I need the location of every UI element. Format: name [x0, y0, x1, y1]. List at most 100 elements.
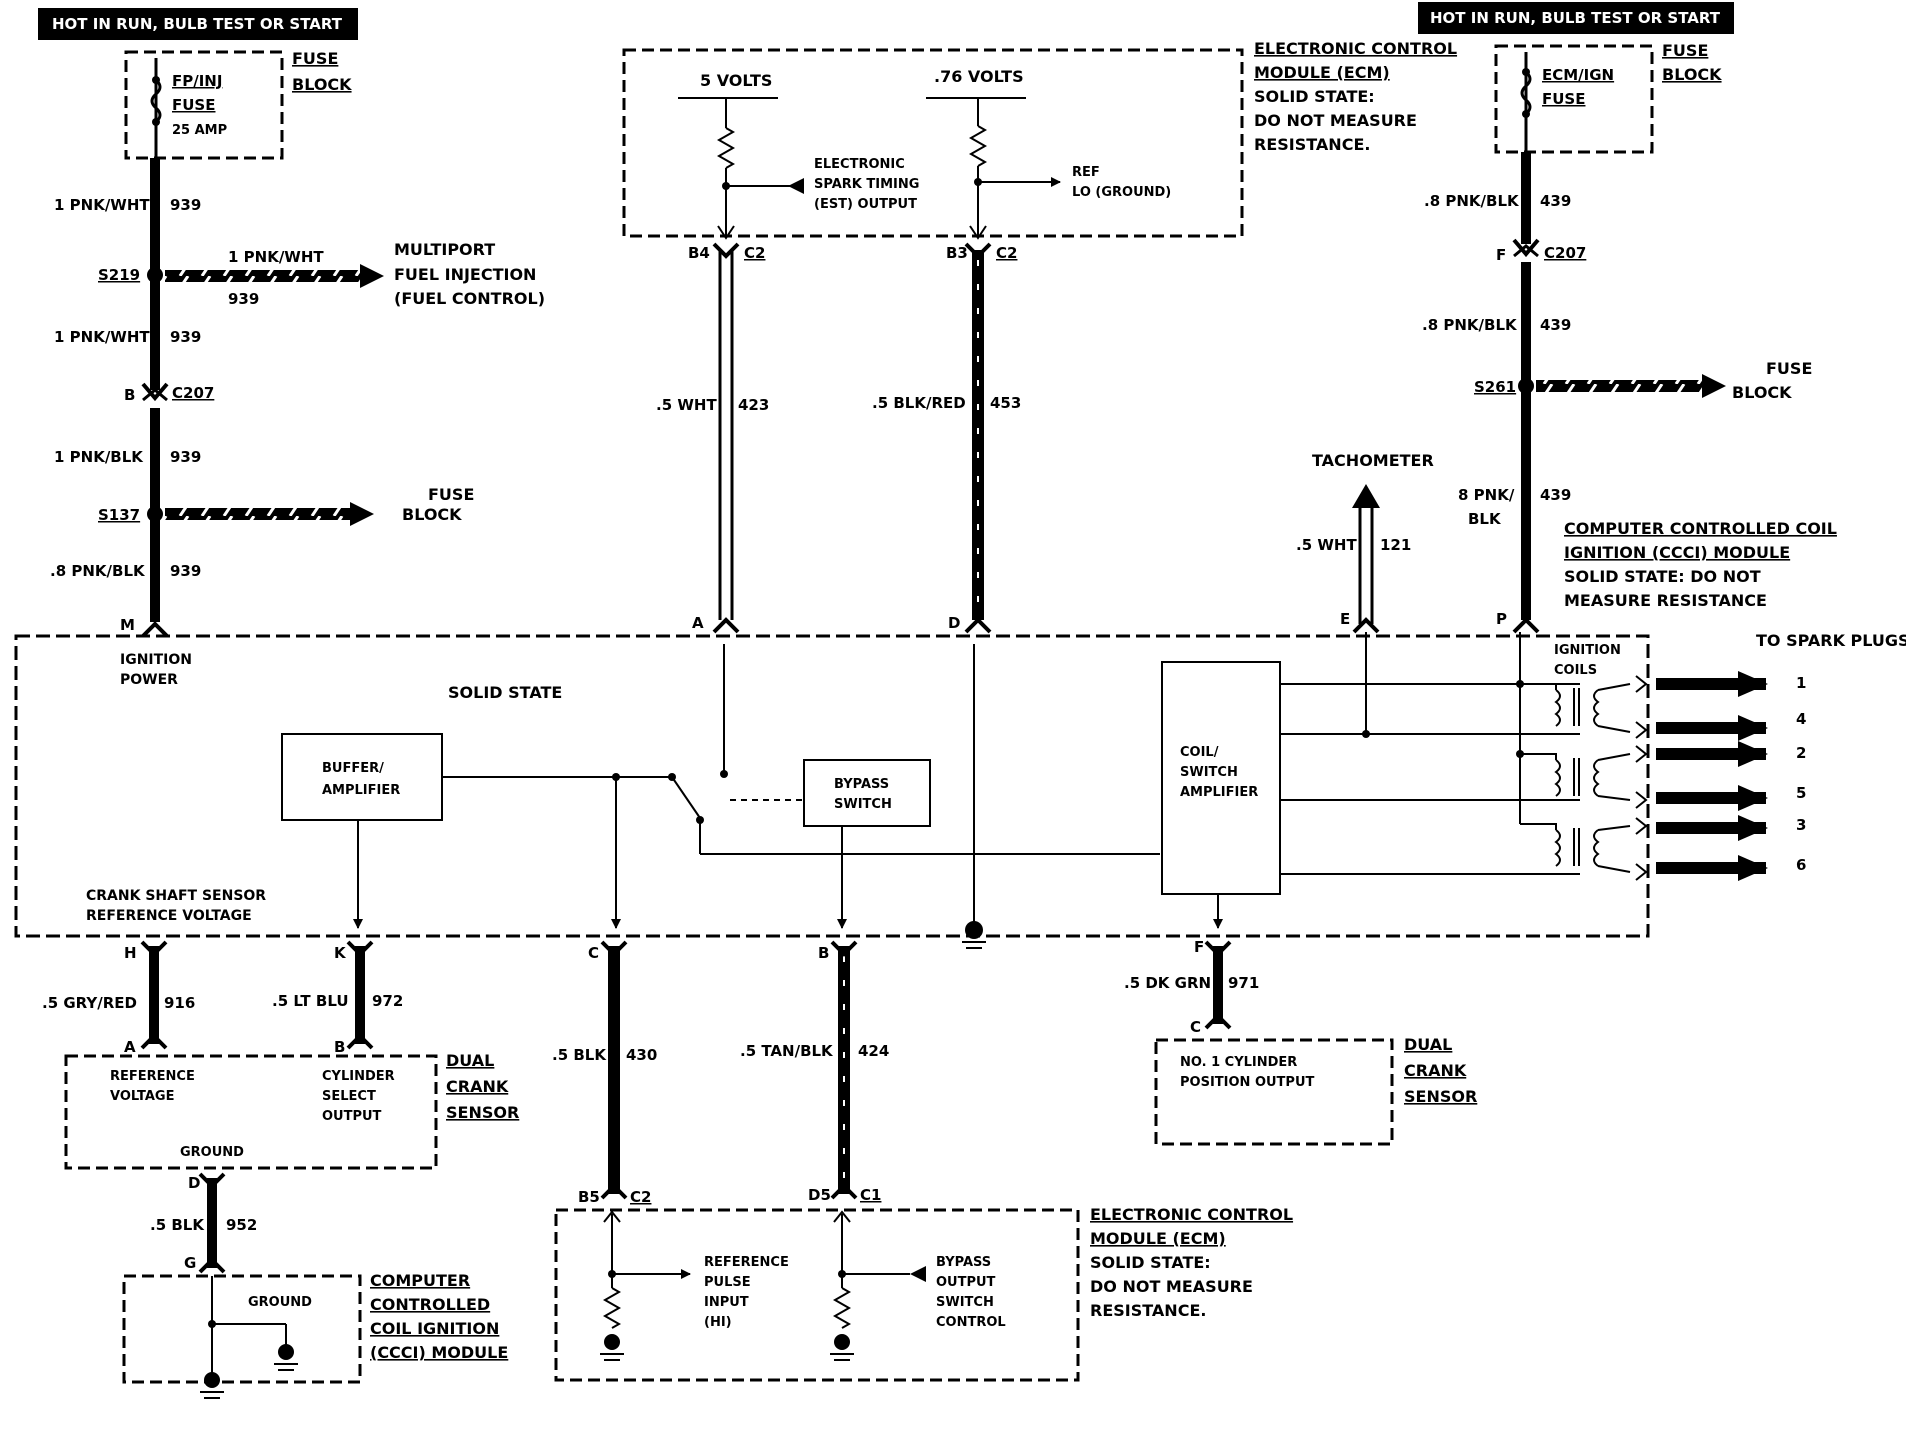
svg-text:COMPUTER CONTROLLED COIL: COMPUTER CONTROLLED COIL — [1564, 519, 1837, 538]
svg-text:BYPASS: BYPASS — [936, 1255, 991, 1270]
svg-text:121: 121 — [1380, 536, 1411, 554]
svg-text:CRANK: CRANK — [446, 1077, 509, 1096]
branch-s137-arrow — [350, 502, 374, 526]
svg-text:FUSE: FUSE — [1542, 90, 1585, 108]
svg-text:FUEL INJECTION: FUEL INJECTION — [394, 265, 536, 284]
spark-plug-6: 6 — [1796, 856, 1806, 874]
spark-plug-4: 4 — [1796, 710, 1806, 728]
svg-text:C2: C2 — [630, 1188, 651, 1206]
svg-text:CRANK: CRANK — [1404, 1061, 1467, 1080]
svg-text:A: A — [692, 614, 704, 632]
svg-text:.5 BLK: .5 BLK — [150, 1216, 205, 1234]
spark-plug-3: 3 — [1796, 816, 1806, 834]
svg-text:.8 PNK/BLK: .8 PNK/BLK — [50, 562, 146, 580]
svg-text:.5 BLK/RED: .5 BLK/RED — [872, 394, 966, 412]
wire-430 — [600, 940, 628, 1200]
svg-text:(FUEL CONTROL): (FUEL CONTROL) — [394, 289, 545, 308]
svg-text:POWER: POWER — [120, 672, 178, 688]
svg-text:C1: C1 — [860, 1186, 881, 1204]
svg-text:C2: C2 — [744, 244, 765, 262]
svg-text:FUSE: FUSE — [172, 96, 215, 114]
svg-text:DO NOT MEASURE: DO NOT MEASURE — [1254, 111, 1417, 130]
svg-text:439: 439 — [1540, 486, 1571, 504]
svg-text:430: 430 — [626, 1046, 657, 1064]
wire-971 — [1204, 940, 1232, 1030]
svg-text:CONTROL: CONTROL — [936, 1315, 1006, 1330]
svg-text:B: B — [334, 1038, 345, 1056]
svg-text:SELECT: SELECT — [322, 1089, 376, 1104]
ccci-ground-box — [122, 1274, 362, 1399]
svg-text:.5 BLK: .5 BLK — [552, 1046, 607, 1064]
svg-text:MODULE (ECM): MODULE (ECM) — [1254, 63, 1390, 82]
svg-text:439: 439 — [1540, 192, 1571, 210]
svg-text:COMPUTER: COMPUTER — [370, 1271, 470, 1290]
svg-text:REF: REF — [1072, 165, 1100, 180]
svg-text:OUTPUT: OUTPUT — [936, 1275, 996, 1290]
svg-text:K: K — [334, 944, 347, 962]
svg-text:.5 GRY/RED: .5 GRY/RED — [42, 994, 137, 1012]
svg-text:1 PNK/WHT: 1 PNK/WHT — [54, 196, 150, 214]
wire-121-tach — [1352, 484, 1380, 634]
svg-text:ELECTRONIC CONTROL: ELECTRONIC CONTROL — [1254, 39, 1457, 58]
svg-text:439: 439 — [1540, 316, 1571, 334]
svg-text:B: B — [124, 386, 135, 404]
branch-s261-arrow — [1702, 374, 1726, 398]
svg-text:939: 939 — [170, 196, 201, 214]
svg-text:REFERENCE VOLTAGE: REFERENCE VOLTAGE — [86, 908, 252, 924]
svg-text:DO NOT MEASURE: DO NOT MEASURE — [1090, 1277, 1253, 1296]
svg-text:(HI): (HI) — [704, 1315, 732, 1330]
svg-text:.8 PNK/BLK: .8 PNK/BLK — [1422, 316, 1518, 334]
svg-text:SWITCH: SWITCH — [834, 797, 892, 812]
svg-text:S137: S137 — [98, 506, 140, 524]
svg-text:VOLTAGE: VOLTAGE — [110, 1089, 175, 1104]
svg-text:G: G — [184, 1254, 196, 1272]
svg-text:GROUND: GROUND — [180, 1145, 244, 1160]
svg-text:FUSE: FUSE — [292, 49, 338, 68]
svg-text:F: F — [1194, 938, 1204, 956]
svg-text:S219: S219 — [98, 266, 140, 284]
svg-text:SENSOR: SENSOR — [1404, 1087, 1477, 1106]
svg-text:D: D — [188, 1174, 200, 1192]
svg-text:M: M — [120, 616, 135, 634]
svg-text:971: 971 — [1228, 974, 1259, 992]
svg-text:BYPASS: BYPASS — [834, 777, 889, 792]
dual-crank-sensor-left — [64, 1054, 438, 1170]
svg-text:FUSE: FUSE — [428, 485, 474, 504]
svg-text:C207: C207 — [172, 384, 214, 402]
svg-text:.5 LT BLU: .5 LT BLU — [272, 992, 349, 1010]
svg-text:B: B — [818, 944, 829, 962]
bypass-switch — [803, 759, 931, 929]
svg-text:TO SPARK PLUGS: TO SPARK PLUGS — [1756, 631, 1906, 650]
svg-text:E: E — [1340, 610, 1350, 628]
svg-text:GROUND: GROUND — [248, 1295, 312, 1310]
svg-text:.5 WHT: .5 WHT — [1296, 536, 1357, 554]
fuse-block-right — [1494, 44, 1654, 154]
svg-text:DUAL: DUAL — [446, 1051, 494, 1070]
svg-text:AMPLIFIER: AMPLIFIER — [1180, 785, 1258, 800]
svg-text:SOLID STATE: SOLID STATE — [448, 683, 562, 702]
svg-text:COIL/: COIL/ — [1180, 745, 1219, 760]
spark-plug-2: 2 — [1796, 744, 1806, 762]
svg-text:H: H — [124, 944, 137, 962]
header-left-bg — [38, 8, 358, 40]
svg-text:FUSE: FUSE — [1766, 359, 1812, 378]
svg-text:SWITCH: SWITCH — [936, 1295, 994, 1310]
svg-text:F: F — [1496, 246, 1506, 264]
wire-453 — [964, 242, 992, 634]
svg-text:C207: C207 — [1544, 244, 1586, 262]
svg-text:MULTIPORT: MULTIPORT — [394, 240, 495, 259]
spark-plug-outputs — [1635, 671, 1768, 881]
svg-text:939: 939 — [170, 448, 201, 466]
svg-text:BLOCK: BLOCK — [292, 75, 352, 94]
svg-text:C: C — [588, 944, 599, 962]
fuse-block-left: FP/INJ FUSE 25 AMP FUSE BLOCK — [124, 49, 352, 160]
svg-text:BUFFER/: BUFFER/ — [322, 761, 384, 776]
dual-crank-sensor-right — [1154, 1038, 1394, 1146]
svg-text:PULSE: PULSE — [704, 1275, 751, 1290]
wire-424 — [830, 940, 858, 1200]
ccci-module-box — [14, 634, 1650, 938]
svg-text:.76 VOLTS: .76 VOLTS — [934, 67, 1024, 86]
wire-972 — [346, 940, 374, 1050]
ground-d — [962, 644, 986, 949]
